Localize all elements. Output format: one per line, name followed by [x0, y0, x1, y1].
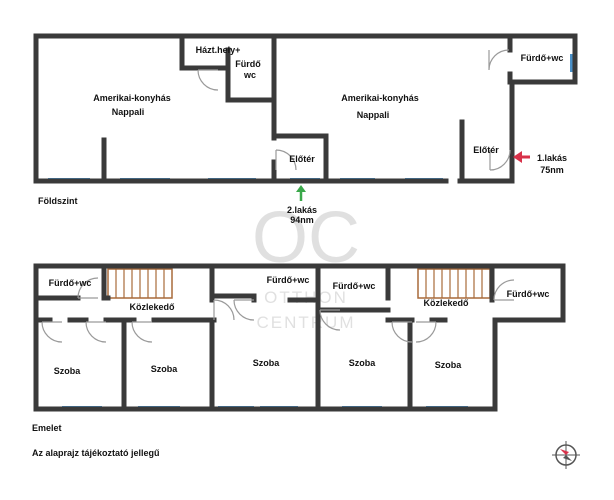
stairs-left	[107, 268, 173, 299]
door	[233, 299, 255, 321]
ground-floor: Amerikai-konyhás Nappali Házt.hely+ Fürd…	[33, 33, 578, 225]
apartment-2-area: 94nm	[290, 215, 314, 225]
room-label-hall-middle: Előtér	[289, 154, 315, 164]
door	[131, 321, 153, 343]
ground-doors	[197, 49, 511, 171]
upper-doors	[41, 277, 515, 343]
door	[488, 49, 510, 71]
room-label-left-living-2: Nappali	[112, 107, 145, 117]
room-label-bath-right: Fürdő+wc	[507, 289, 550, 299]
apartment-1-area: 75nm	[540, 165, 564, 175]
door	[197, 69, 219, 91]
arrow-left-icon	[513, 151, 530, 163]
compass-icon	[552, 441, 580, 469]
room-label-bath-center-right: Fürdő+wc	[333, 281, 376, 291]
ground-floor-label: Földszint	[38, 196, 78, 206]
room-label-storage: Házt.hely+	[196, 45, 241, 55]
apartment-2-label: 2.lakás	[287, 205, 317, 215]
door	[391, 321, 413, 343]
room-label-corridor-left: Közlekedő	[129, 302, 175, 312]
apartment-1-label: 1.lakás	[537, 153, 567, 163]
room-label-right-living-1: Amerikai-konyhás	[341, 93, 419, 103]
upper-floor: Fürdő+wc Közlekedő Fürdő+wc Fürdő+wc Köz…	[32, 263, 566, 433]
watermark-line2: CENTRUM	[257, 313, 356, 332]
room-label-small-bath-2: wc	[243, 70, 256, 80]
stairs-right	[417, 268, 491, 299]
room-label-left-living-1: Amerikai-konyhás	[93, 93, 171, 103]
door	[275, 149, 297, 171]
door	[85, 321, 107, 343]
door	[415, 321, 437, 343]
room-label-right-bath: Fürdő+wc	[521, 53, 564, 63]
footnote: Az alaprajz tájékoztató jellegű	[32, 448, 160, 458]
door	[319, 309, 341, 331]
room-label-small-bath-1: Fürdő	[235, 59, 261, 69]
room-label-right-living-2: Nappali	[357, 110, 390, 120]
ground-walls	[33, 33, 578, 184]
arrow-up-icon	[296, 185, 306, 201]
door	[489, 149, 511, 171]
room-label-bath-center-left: Fürdő+wc	[267, 275, 310, 285]
room-label-room-5: Szoba	[435, 360, 462, 370]
door	[41, 321, 63, 343]
room-label-corridor-right: Közlekedő	[423, 298, 469, 308]
upper-floor-label: Emelet	[32, 423, 62, 433]
room-label-room-1: Szoba	[54, 366, 81, 376]
room-label-room-3: Szoba	[253, 358, 280, 368]
door	[213, 299, 235, 321]
door	[77, 277, 99, 299]
door	[493, 279, 515, 301]
room-label-room-2: Szoba	[151, 364, 178, 374]
room-label-hall-right: Előtér	[473, 145, 499, 155]
room-label-bath-left: Fürdő+wc	[49, 278, 92, 288]
room-label-room-4: Szoba	[349, 358, 376, 368]
